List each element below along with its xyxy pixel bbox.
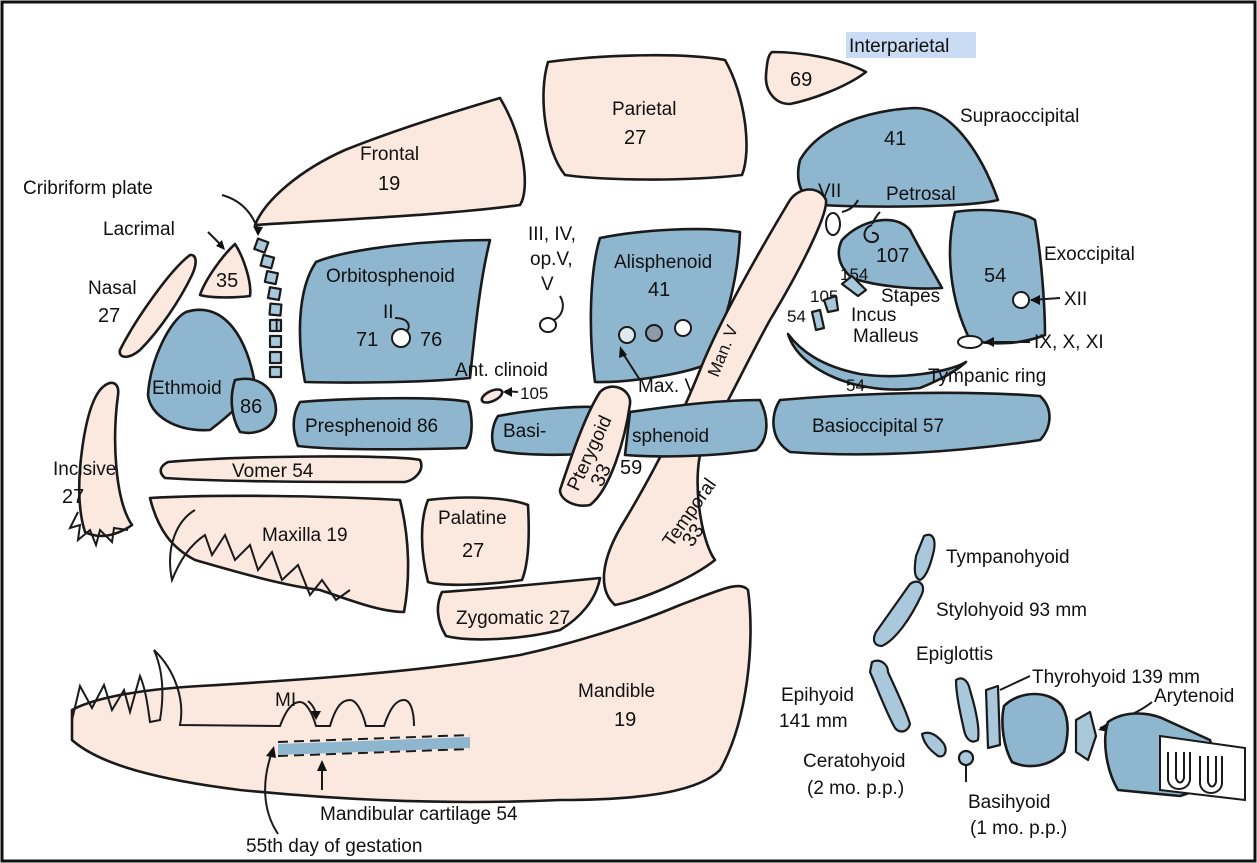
cranial-nerves-leader	[554, 296, 563, 320]
palatine-label: Palatine	[438, 508, 507, 529]
orbito-71: 71	[356, 329, 378, 351]
alisphenoid-foramen-mid	[646, 325, 662, 341]
ant-clinoid-number: 105	[520, 384, 548, 403]
supraoccipital-label: Supraoccipital	[960, 106, 1079, 127]
mandible-label: Mandible	[578, 681, 655, 702]
ceratohyoid-age: (2 mo. p.p.)	[807, 778, 904, 799]
stylohyoid-bone	[874, 582, 923, 646]
palatine-number: 27	[462, 540, 484, 562]
xii-label: XII	[1064, 289, 1087, 310]
xii-foramen	[1013, 292, 1029, 308]
ant-clinoid-bone	[480, 387, 504, 405]
vii-label: VII	[818, 181, 841, 202]
gestation-label: 55th day of gestation	[246, 836, 422, 857]
parietal-label: Parietal	[612, 99, 676, 120]
stapes-label: Stapes	[881, 286, 940, 307]
cribriform-arrowhead	[253, 226, 263, 236]
epiglottis-cartilage	[956, 678, 979, 741]
malleus-number: 54	[787, 307, 806, 326]
alisphenoid-label: Alisphenoid	[614, 252, 712, 273]
interparietal-number: 69	[790, 69, 812, 91]
optic-nerve-label: II	[383, 302, 394, 323]
mi-label: MI	[275, 690, 296, 711]
ant-clinoid-label: Ant. clinoid	[455, 360, 548, 381]
tympanic-label: Tympanic ring	[928, 366, 1046, 387]
malleus-bone	[812, 310, 824, 330]
malleus-label: Malleus	[853, 326, 918, 347]
interparietal-bone	[766, 52, 866, 104]
mandibular-cartilage-label: Mandibular cartilage 54	[320, 804, 518, 825]
man-v-foramen	[675, 320, 691, 336]
incus-bone	[824, 296, 838, 312]
tympanohyoid-label: Tympanohyoid	[946, 547, 1070, 568]
jugular-foramen	[958, 336, 982, 348]
tympanohyoid-bone	[915, 535, 935, 580]
thyroid-cartilage	[1002, 694, 1067, 766]
supraoccipital-number: 41	[884, 128, 906, 150]
alisphenoid-number: 41	[648, 279, 670, 301]
tympanic-number: 54	[846, 376, 865, 395]
frontal-label: Frontal	[360, 144, 419, 165]
cranial-nerves-line2: op.V,	[530, 249, 573, 270]
ethmoid-label: Ethmoid	[152, 378, 222, 399]
max-v-foramen	[619, 327, 635, 343]
nasal-label: Nasal	[88, 278, 137, 299]
vomer-label: Vomer 54	[232, 461, 314, 482]
cribriform-label: Cribriform plate	[23, 178, 153, 199]
stylohyoid-label: Stylohyoid 93 mm	[936, 600, 1087, 621]
incus-label: Incus	[851, 305, 896, 326]
presphenoid-label: Presphenoid 86	[305, 416, 438, 437]
basihyoid-label: Basihyoid	[968, 792, 1050, 813]
orbitosphenoid-label: Orbitosphenoid	[326, 266, 455, 287]
frontal-number: 19	[378, 173, 400, 195]
optic-foramen	[392, 329, 410, 347]
maxilla-label: Maxilla 19	[262, 525, 348, 546]
roman-i-label: I	[274, 316, 279, 337]
exoccipital-label: Exoccipital	[1044, 244, 1135, 265]
arytenoid-label: Arytenoid	[1154, 686, 1234, 707]
arytenoid-cartilage	[1076, 712, 1096, 760]
nasal-number: 27	[98, 305, 120, 327]
orbito-76: 76	[420, 329, 442, 351]
thyrohyoid-label: Thyrohyoid 139 mm	[1032, 667, 1200, 688]
lacrimal-label: Lacrimal	[103, 219, 175, 240]
cribriform-plate	[254, 239, 281, 377]
max-v-label: Max. V	[638, 376, 697, 397]
basi-label: Basi-	[503, 421, 546, 442]
basisphenoid-number: 59	[620, 457, 642, 479]
epihyoid-bone	[870, 661, 910, 732]
ethmoid-number: 86	[240, 396, 262, 418]
cranial-nerves-line1: III, IV,	[528, 224, 576, 245]
cranial-nerves-line3: V	[541, 274, 554, 295]
epihyoid-mm: 141 mm	[779, 711, 848, 732]
ceratohyoid-bone	[922, 733, 946, 757]
lacrimal-number: 35	[216, 270, 238, 292]
cribriform-leader	[222, 195, 258, 230]
parietal-number: 27	[624, 127, 646, 149]
thyrohyoid-leader	[1000, 676, 1030, 690]
cranial-nerves-foramen	[540, 318, 556, 332]
exoccipital-number: 54	[984, 265, 1006, 287]
incisive-number: 27	[62, 486, 84, 508]
ceratohyoid-label: Ceratohyoid	[803, 751, 905, 772]
ix-x-xi-label: IX, X, XI	[1034, 332, 1104, 353]
epiglottis-label: Epiglottis	[916, 644, 993, 665]
basioccipital-label: Basioccipital 57	[812, 416, 944, 437]
zygomatic-label: Zygomatic 27	[456, 608, 570, 629]
incisive-label: Incisive	[53, 459, 116, 480]
mandible-number: 19	[614, 709, 636, 731]
petrosal-label: Petrosal	[886, 184, 956, 205]
basihyoid-age: (1 mo. p.p.)	[970, 818, 1067, 839]
sphenoid-label: sphenoid	[632, 426, 709, 447]
interparietal-label: Interparietal	[849, 36, 949, 57]
basihyoid-bone	[959, 751, 973, 765]
thyrohyoid-bone	[986, 686, 1000, 748]
epihyoid-label: Epihyoid	[781, 685, 854, 706]
petrosal-number: 107	[876, 245, 909, 267]
ant-clinoid-arrowhead	[503, 387, 512, 397]
vii-foramen	[826, 213, 840, 235]
